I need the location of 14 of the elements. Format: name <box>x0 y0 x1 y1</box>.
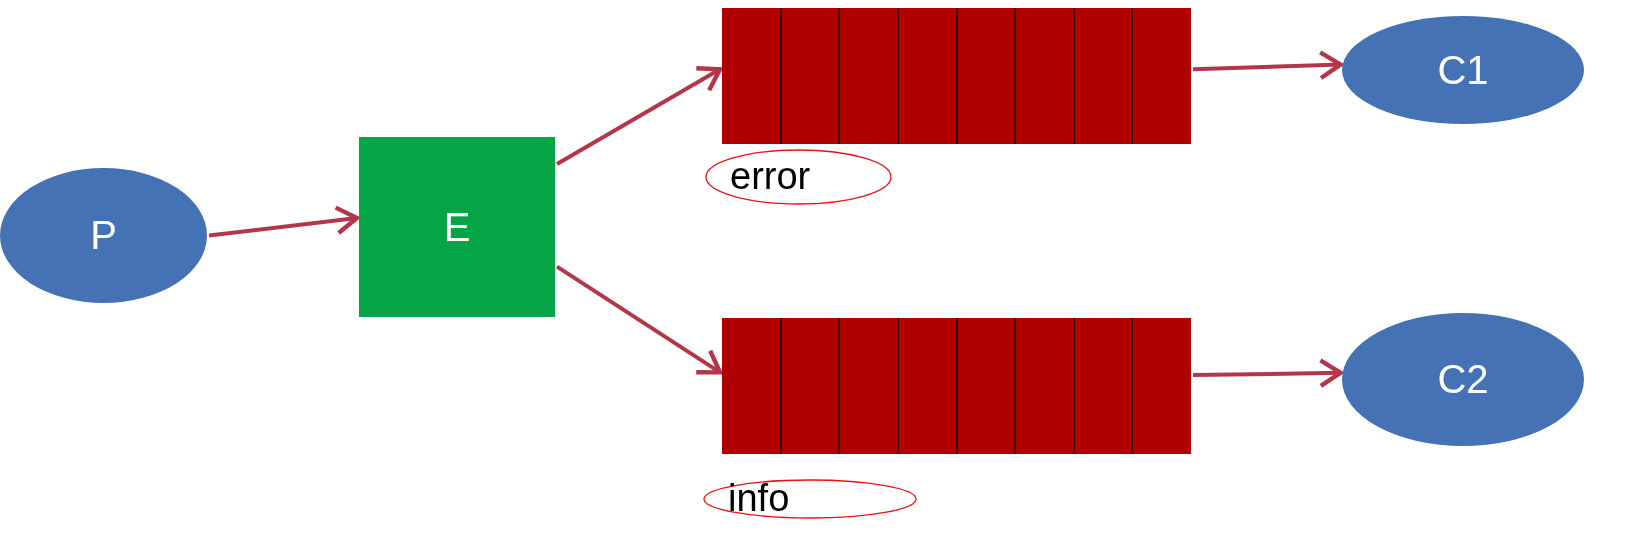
node-label: C2 <box>1437 357 1489 402</box>
node-label: P <box>90 213 117 258</box>
node-label: E <box>443 204 471 250</box>
queue-bar <box>722 8 1191 144</box>
arrow <box>556 66 723 166</box>
arrow <box>1192 358 1343 389</box>
arrow <box>208 205 360 238</box>
queue-name: info <box>728 477 790 520</box>
queue-name: error <box>730 155 811 198</box>
node-label: C1 <box>1437 47 1489 93</box>
arrow <box>555 264 723 375</box>
queue-bar <box>722 318 1191 454</box>
arrow <box>1192 50 1343 81</box>
square-node <box>359 137 555 317</box>
